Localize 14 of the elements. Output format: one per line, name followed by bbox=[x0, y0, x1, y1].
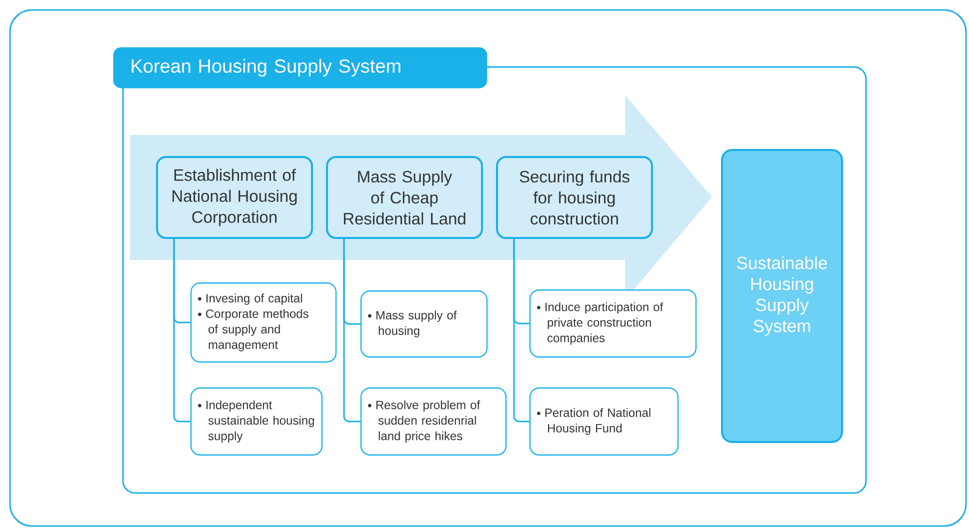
stage-box: Mass Supply of Cheap Residential Land bbox=[326, 156, 483, 239]
connector bbox=[173, 239, 190, 422]
bullet-box: Induce participation of private construction companies bbox=[529, 289, 697, 358]
bullet-box: Invesing of capital Corporate methods of supply and management bbox=[190, 282, 337, 363]
bullet-box: Resolve problem of sudden residenrial land price hikes bbox=[360, 387, 507, 456]
stage-box: Establishment of National Housing Corporation bbox=[156, 156, 313, 239]
title-tab: Korean Housing Supply System bbox=[113, 47, 488, 88]
bullet-box: Independent sustainable housing supply bbox=[190, 387, 323, 456]
stage-box: Securing funds for housing construction bbox=[496, 156, 653, 239]
bullet-box: Peration of National Housing Fund bbox=[529, 387, 679, 456]
connector bbox=[343, 239, 360, 422]
bullet-box: Mass supply of housing bbox=[360, 290, 488, 358]
goal-box: Sustainable Housing Supply System bbox=[721, 149, 843, 443]
connector bbox=[513, 239, 530, 422]
